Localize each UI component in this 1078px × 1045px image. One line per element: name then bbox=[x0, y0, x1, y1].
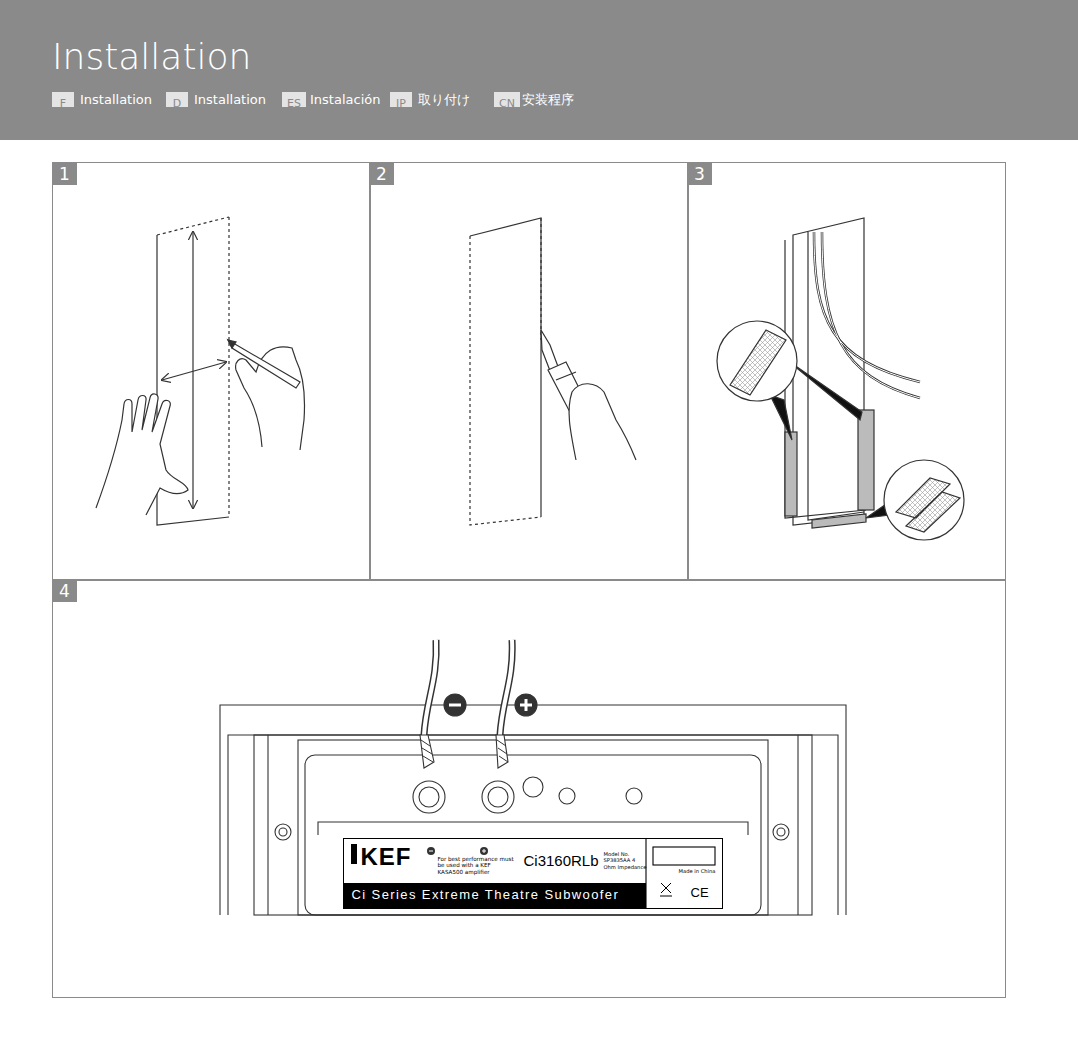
language-name: Installation bbox=[80, 91, 152, 108]
tag-code: CN bbox=[494, 96, 520, 111]
step-number: 1 bbox=[53, 163, 77, 185]
tag-code: D bbox=[166, 96, 188, 111]
step-number-tag: 1 bbox=[53, 163, 77, 185]
language-name: 取り付け bbox=[418, 91, 470, 108]
language-name: Instalación bbox=[310, 91, 380, 108]
step-number: 2 bbox=[370, 163, 394, 185]
step-panel: 4 Ci Series Extreme Theatre Subwoofer KEF F… bbox=[52, 579, 1006, 998]
step-number: 4 bbox=[53, 580, 77, 602]
language-tag: D bbox=[166, 92, 188, 107]
label-band: Ci Series Extreme Theatre Subwoofer bbox=[344, 883, 646, 908]
page-title: Installation bbox=[52, 36, 251, 77]
ce-mark: CE bbox=[691, 885, 709, 900]
brand-logo: KEF bbox=[361, 843, 412, 871]
step-panel: 1 bbox=[52, 162, 371, 581]
step-panel: 2 bbox=[369, 162, 689, 581]
model-name: Ci3160RLb bbox=[524, 852, 599, 869]
step-number-tag: 2 bbox=[370, 163, 394, 185]
tag-code: F bbox=[52, 96, 74, 111]
product-description: Ci Series Extreme Theatre Subwoofer bbox=[352, 887, 620, 902]
performance-note: For best performance must be used with a… bbox=[438, 856, 516, 877]
product-label: Ci Series Extreme Theatre Subwoofer KEF Fo… bbox=[343, 838, 723, 909]
step-number-tag: 4 bbox=[53, 580, 77, 602]
language-tag: CN bbox=[494, 92, 520, 107]
language-tag: JP bbox=[390, 92, 412, 107]
language-tag: ES bbox=[282, 92, 306, 107]
tag-code: ES bbox=[282, 96, 306, 111]
language-name: Installation bbox=[194, 91, 266, 108]
step-panel: 3 bbox=[687, 162, 1006, 581]
step-number-tag: 3 bbox=[688, 163, 712, 185]
step-number: 3 bbox=[688, 163, 712, 185]
language-name: 安装程序 bbox=[522, 91, 574, 108]
model-number: Model No. SP3835AA 4 Ohm Impedance bbox=[604, 851, 648, 871]
origin-note: Made in China bbox=[679, 868, 716, 874]
language-tag: F bbox=[52, 92, 74, 107]
tag-code: JP bbox=[390, 96, 412, 111]
